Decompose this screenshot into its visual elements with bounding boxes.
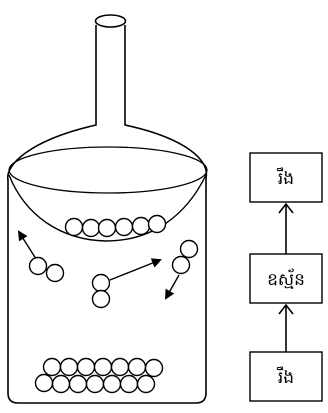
box-top-label: រឹង: [276, 167, 294, 189]
flask-outline: [7, 25, 208, 404]
gas-particle-left: [17, 230, 65, 283]
gas-particle-center: [91, 258, 162, 309]
box-middle-label: ឧស្ម័ន: [267, 268, 305, 290]
gas-particle-right: [165, 239, 199, 300]
dish-particles: [64, 214, 167, 238]
flask-neck-rim: [94, 14, 127, 28]
dish-bowl: [8, 174, 207, 242]
box-top-solid: រឹង: [249, 152, 323, 203]
box-bottom-label: រឹង: [276, 366, 294, 388]
box-bottom-solid: រឹង: [249, 351, 323, 402]
arrow-gas-to-solid: [278, 202, 294, 254]
box-middle-gas: ឧស្ម័ន: [249, 253, 323, 304]
dish-rim: [8, 146, 208, 194]
arrow-solid-to-gas: [278, 303, 294, 352]
bottom-particles: [34, 357, 164, 394]
